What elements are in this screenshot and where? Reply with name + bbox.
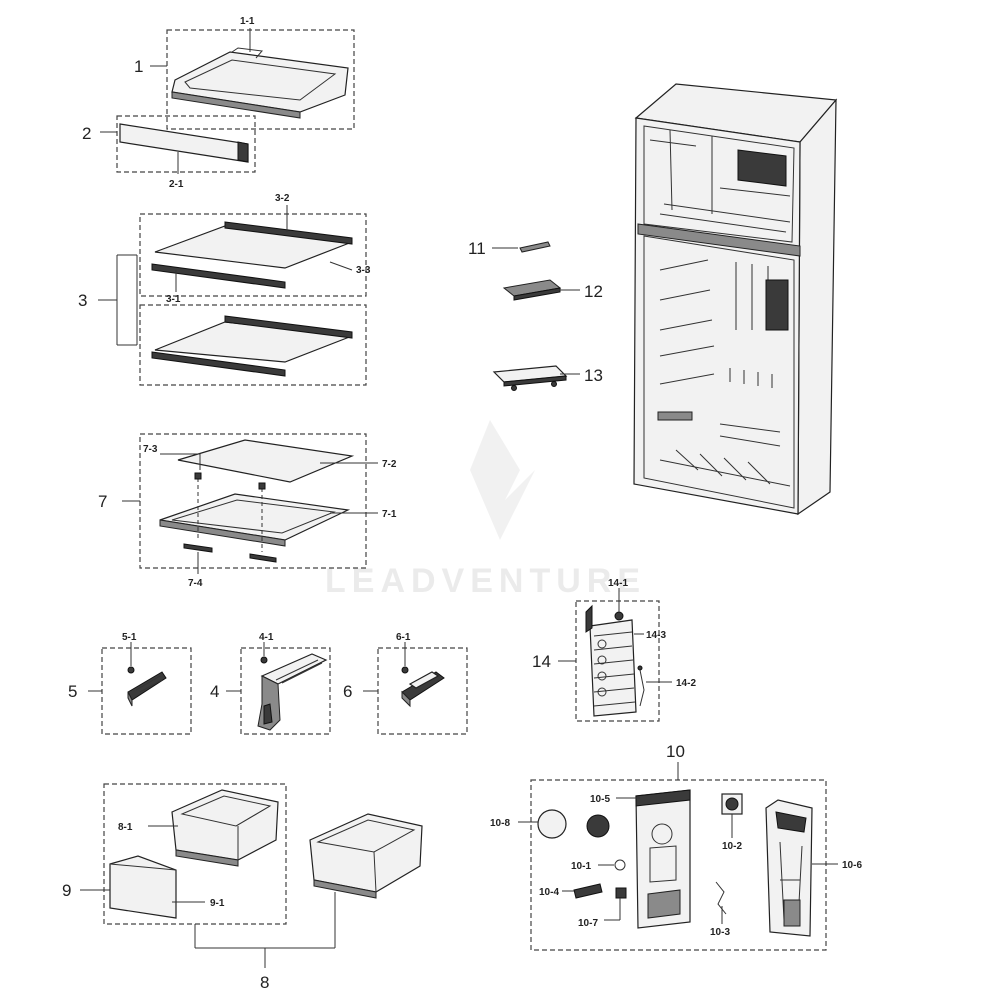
label-4-1: 4-1 (259, 632, 274, 643)
label-9-1: 9-1 (210, 898, 225, 909)
label-2-1: 2-1 (169, 179, 184, 190)
part-10-group: 10 10-8 10-5 10-1 10-4 10-7 10-2 (490, 742, 862, 951)
label-8: 8 (260, 973, 269, 992)
part-8-9-group: 8-1 9 9-1 8 (62, 783, 423, 992)
part-2-group: 2 2-1 (82, 115, 256, 190)
label-14-2: 14-2 (676, 678, 696, 689)
part-1-group: 1 1-1 (134, 16, 355, 130)
label-1-1: 1-1 (240, 16, 255, 27)
label-13: 13 (584, 366, 603, 385)
label-10-6: 10-6 (842, 860, 862, 871)
label-10-7: 10-7 (578, 918, 598, 929)
label-6: 6 (343, 682, 352, 701)
label-7-1: 7-1 (382, 509, 397, 520)
label-10-2: 10-2 (722, 841, 742, 852)
label-7-2: 7-2 (382, 459, 397, 470)
label-14-3: 14-3 (646, 630, 666, 641)
part-3-group: 3 3-2 3-3 3-1 (78, 193, 371, 386)
label-14: 14 (532, 652, 551, 671)
label-7-4: 7-4 (188, 578, 203, 589)
label-4: 4 (210, 682, 219, 701)
label-9: 9 (62, 881, 71, 900)
label-14-1: 14-1 (608, 578, 628, 589)
label-10-3: 10-3 (710, 927, 730, 938)
label-2: 2 (82, 124, 91, 143)
label-7: 7 (98, 492, 107, 511)
label-6-1: 6-1 (396, 632, 411, 643)
label-8-1: 8-1 (118, 822, 133, 833)
part-14-group: 14-1 14-3 14-2 14 (532, 578, 696, 722)
label-3-2: 3-2 (275, 193, 290, 204)
parts-11-13-group: 11 12 13 (468, 239, 603, 391)
label-5-1: 5-1 (122, 632, 137, 643)
part-7-group: 7 7-3 7-2 7-1 7-4 (98, 433, 397, 589)
watermark-text: LEADVENTURE (325, 562, 646, 600)
label-10-4: 10-4 (539, 887, 559, 898)
label-5: 5 (68, 682, 77, 701)
refrigerator-cabinet (633, 83, 838, 516)
label-10-1: 10-1 (571, 861, 591, 872)
label-10-8: 10-8 (490, 818, 510, 829)
part-5-group: 5 5-1 (68, 632, 192, 735)
label-1: 1 (134, 57, 143, 76)
label-7-3: 7-3 (143, 444, 158, 455)
label-10: 10 (666, 742, 685, 761)
part-4-group: 4 4-1 (210, 632, 331, 735)
label-3: 3 (78, 291, 87, 310)
label-12: 12 (584, 282, 603, 301)
label-11: 11 (468, 239, 486, 258)
label-3-3: 3-3 (356, 265, 371, 276)
label-10-5: 10-5 (590, 794, 610, 805)
watermark: LEADVENTURE (325, 420, 646, 600)
part-6-group: 6 6-1 (343, 632, 468, 735)
label-3-1: 3-1 (166, 294, 181, 305)
